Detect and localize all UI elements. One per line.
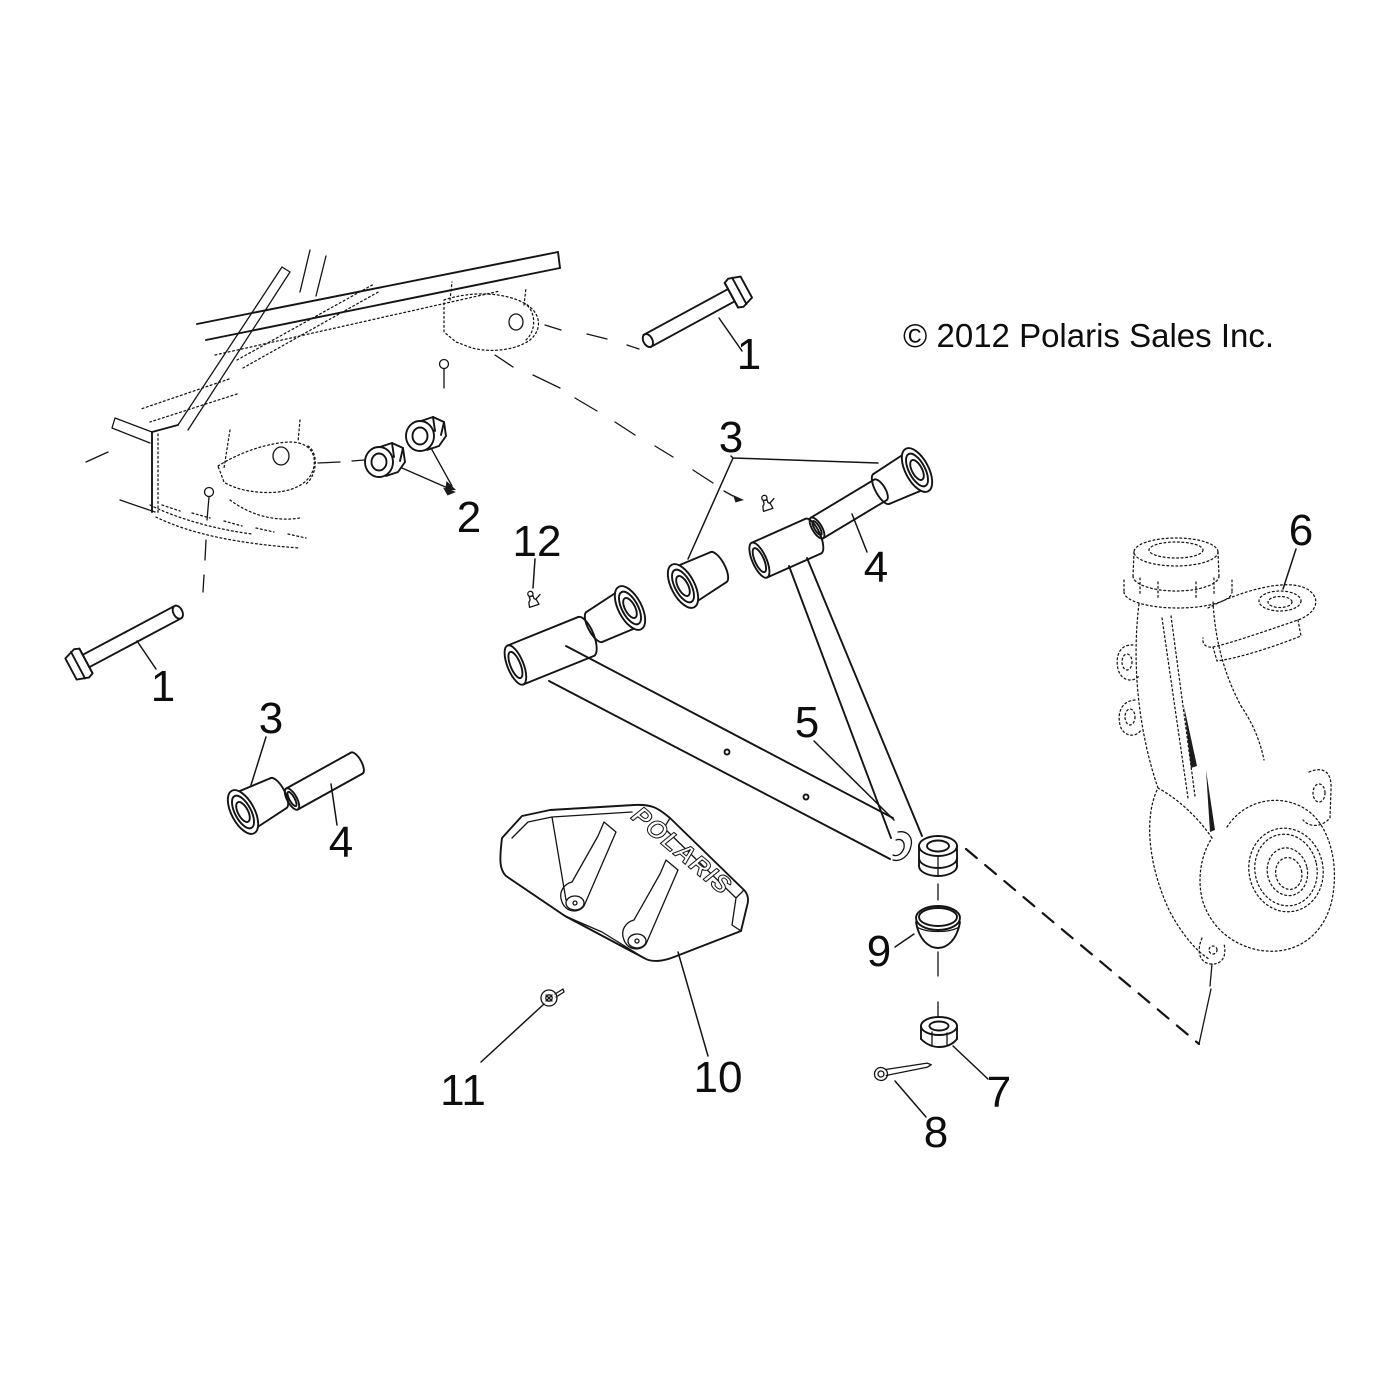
callout-ball-joint-cap: 9 [867, 927, 891, 976]
control-arm [503, 517, 958, 877]
steering-knuckle [1116, 537, 1336, 987]
callout-ball-joint-nut: 7 [987, 1068, 1011, 1117]
upper-pivot-bolt [641, 275, 753, 349]
bushing-front-outer [220, 768, 297, 840]
leader-lines [136, 317, 1297, 1118]
cotter-pin [873, 1062, 932, 1082]
ball-joint-cap [915, 905, 961, 949]
copyright-notice: © 2012 Polaris Sales Inc. [903, 317, 1274, 354]
callout-cotter-pin: 8 [924, 1108, 948, 1157]
callout-pivot-nuts: 2 [457, 493, 481, 542]
callout-lower-bushing: 3 [259, 694, 283, 743]
bushing-rear-outer [863, 442, 940, 514]
guard-screw [540, 988, 565, 1007]
pivot-tube-front [281, 749, 368, 813]
polaris-logo: POLARIS [626, 801, 737, 901]
callout-steering-knuckle: 6 [1289, 506, 1313, 555]
callout-control-arm: 5 [795, 698, 819, 747]
pivot-nuts-arrows [401, 447, 456, 496]
bushing-rear-inner [660, 542, 737, 614]
frame-section [85, 249, 562, 593]
lower-pivot-bolt [64, 604, 184, 681]
callout-upper-pivot-tube: 4 [864, 543, 888, 592]
callout-lower-pivot-tube: 4 [329, 818, 353, 867]
axis-rear-pivot [494, 354, 714, 484]
bushing-front-inner [576, 580, 653, 652]
axis-ball-joint [964, 847, 1201, 1046]
pivot-nut-a [364, 442, 406, 478]
callout-upper-bushing: 3 [719, 413, 743, 462]
callout-lower-pivot-bolt: 1 [151, 662, 175, 711]
ball-joint-nut [920, 1016, 958, 1048]
grease-fitting-front [524, 588, 544, 608]
callout-a-arm-guard: 10 [694, 1053, 743, 1102]
callout-upper-pivot-bolt: 1 [737, 330, 761, 379]
a-arm-guard: POLARIS [499, 801, 749, 962]
assembly-axis-lines [494, 333, 1212, 1046]
axis-upper-bolt [586, 333, 640, 350]
callout-grease-fitting: 12 [513, 517, 562, 566]
pivot-nut-b [405, 416, 447, 452]
callout-labels: 1 1 2 3 3 4 4 5 6 7 8 9 10 11 12 [151, 330, 1313, 1157]
callout-guard-screw: 11 [440, 1066, 486, 1115]
grease-fitting-rear [758, 492, 778, 512]
